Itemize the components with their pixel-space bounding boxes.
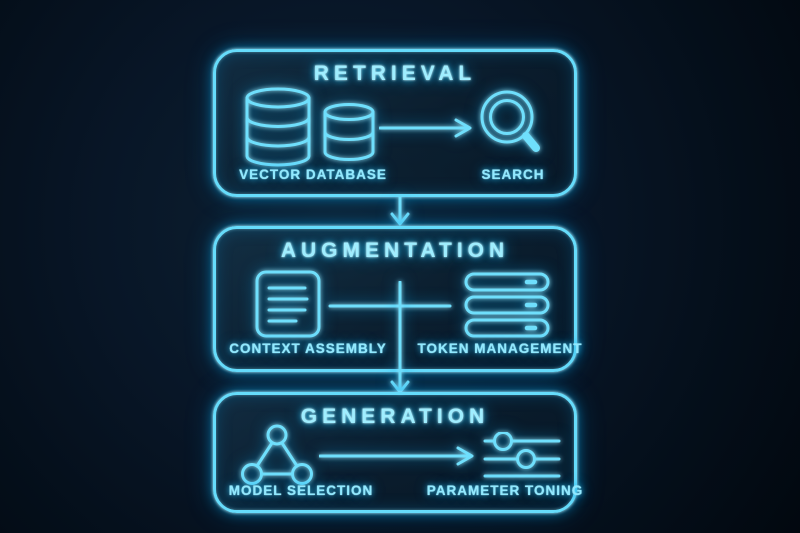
- augmentation-title: AUGMENTATION: [280, 239, 510, 262]
- parameter-toning-label: PARAMETER TONING: [426, 483, 584, 498]
- network-triangle-icon: [241, 424, 313, 486]
- search-label: SEARCH: [481, 167, 545, 182]
- database-small-icon: [321, 102, 377, 162]
- augmentation-stage-box: AUGMENTATION: [213, 226, 582, 372]
- stage-1-to-stage-2-arrow-down: [388, 197, 412, 227]
- generation-arrow-right: [319, 446, 479, 466]
- retrieval-arrow-right: [379, 118, 475, 138]
- retrieval-stage-box: RETRIEVAL: [213, 49, 577, 197]
- augmentation-h-line: [328, 303, 452, 309]
- document-icon: [255, 270, 321, 338]
- vector-database-label: VECTOR DATABASE: [239, 167, 387, 182]
- server-stack-icon: [464, 272, 550, 338]
- stage-2-to-stage-3-arrow-down: [388, 281, 412, 395]
- search-icon: [479, 89, 543, 157]
- sliders-icon: [483, 432, 561, 484]
- token-management-label: TOKEN MANAGEMENT: [417, 341, 583, 356]
- model-selection-label: MODEL SELECTION: [228, 483, 374, 498]
- retrieval-title: RETRIEVAL: [313, 62, 477, 85]
- context-assembly-label: CONTEXT ASSEMBLY: [229, 341, 387, 356]
- generation-stage-box: GENERATION: [213, 392, 582, 513]
- database-large-icon: [243, 87, 313, 167]
- generation-title: GENERATION: [300, 405, 490, 428]
